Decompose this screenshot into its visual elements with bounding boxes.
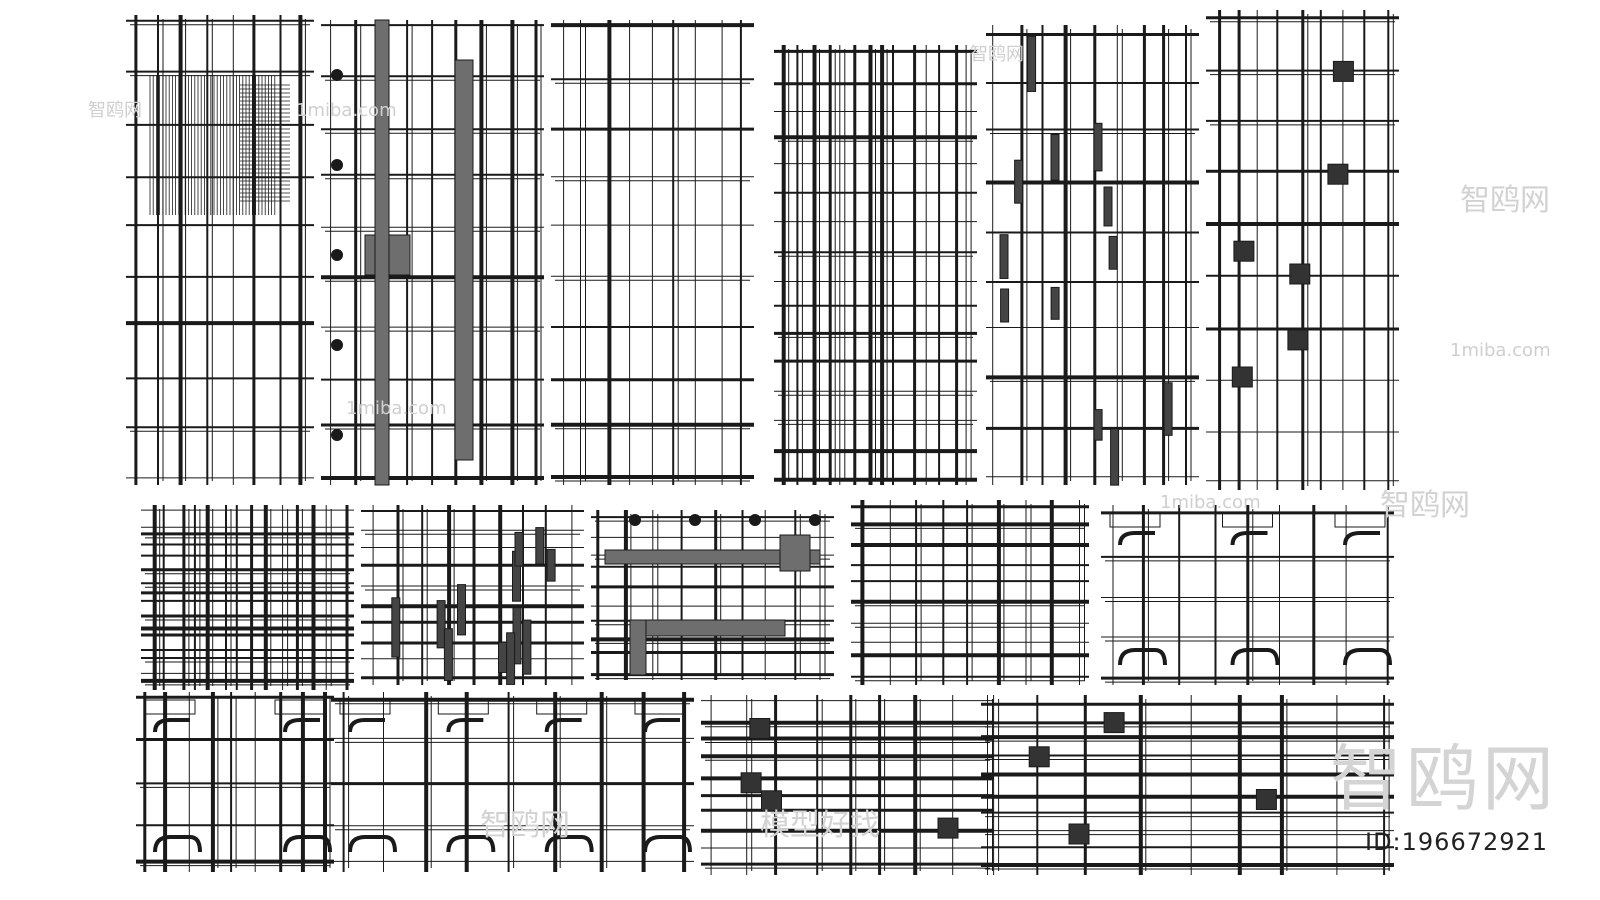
watermark-brand-big: 智鸥网 [1330,737,1559,821]
pipe-panel-6 [1206,10,1399,490]
pipe-panel-8 [361,505,584,685]
pipe-panel-5 [986,25,1199,486]
pipe-panel-13 [331,692,694,872]
watermark-brand-1: 智鸥网 [88,100,142,121]
watermark-slogan: 模型好找 [760,808,880,843]
pipe-panel-7 [141,505,354,690]
pipe-panel-14 [701,695,994,875]
pipe-panel-3 [551,20,754,485]
watermark-brand-3: 智鸥网 [1460,183,1550,218]
watermark-site-2: 1miba.com [1450,340,1551,361]
pipe-panel-4 [774,45,977,485]
pipe-panel-12 [136,692,334,872]
pipe-panel-1 [126,15,314,485]
watermark-site-4: 1miba.com [1160,492,1261,513]
watermark-brand-4: 智鸥网 [1380,488,1470,523]
pipe-panel-9 [591,510,834,680]
pipe-panel-2 [321,19,544,486]
watermark-brand-5: 智鸥网 [480,808,570,843]
watermark-site-3: 1miba.com [346,398,447,419]
watermark-site-1: 1miba.com [296,100,397,121]
pipe-panel-10 [851,500,1089,685]
pipe-panel-15 [981,695,1394,875]
pipe-panel-11 [1101,505,1394,685]
watermark-id: ID:196672921 [1365,828,1549,856]
watermark-brand-2: 智鸥网 [970,44,1024,65]
